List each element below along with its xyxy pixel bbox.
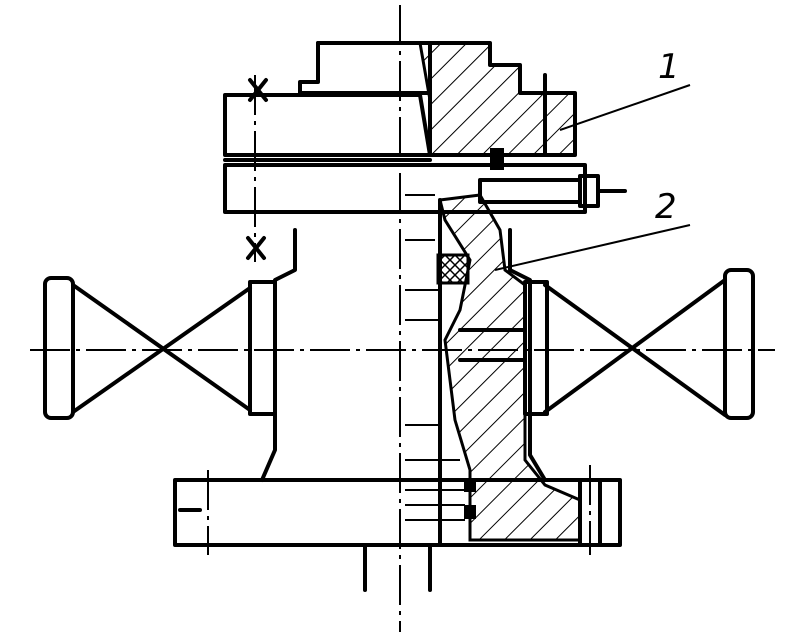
left-side-valve <box>43 276 277 420</box>
callout-2: 2 <box>494 187 691 271</box>
callout-1-label: 1 <box>658 47 680 87</box>
top-cap <box>298 41 577 157</box>
right-side-valve <box>523 268 755 420</box>
bottom-flange <box>173 478 622 592</box>
callout-2-label: 2 <box>655 187 677 227</box>
valve-body <box>260 193 582 547</box>
upper-flange <box>223 78 627 260</box>
center-lines <box>30 5 775 632</box>
callout-1: 1 <box>559 47 691 131</box>
